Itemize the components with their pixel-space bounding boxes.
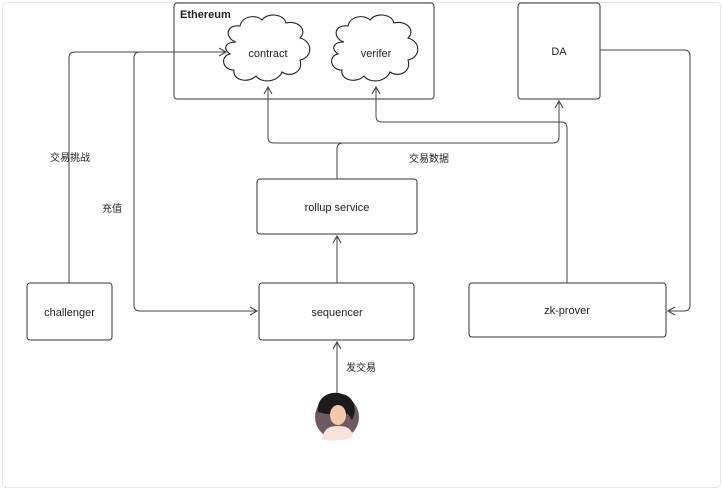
user-avatar bbox=[315, 392, 359, 441]
sequencer-label: sequencer bbox=[311, 307, 363, 319]
zk-prover-label: zk-prover bbox=[544, 305, 590, 317]
tx-data-edge-label: 交易数据 bbox=[409, 152, 449, 165]
avatar-shirt bbox=[322, 426, 353, 441]
da-box bbox=[517, 2, 601, 100]
contract-cloud bbox=[223, 14, 311, 82]
ethereum-label: Ethereum bbox=[180, 9, 231, 21]
deposit-edge-label: 充值 bbox=[102, 202, 122, 215]
avatar-face bbox=[330, 405, 346, 425]
edge-da-to-zkprover bbox=[600, 49, 691, 316]
challenge-edge-label: 交易挑战 bbox=[50, 151, 90, 164]
edge-deposit-to-sequencer bbox=[133, 51, 259, 316]
verifier-cloud bbox=[331, 14, 419, 82]
edge-rollup-to-contract bbox=[263, 85, 343, 144]
edge-rollup-up bbox=[336, 142, 344, 179]
contract-label: contract bbox=[248, 48, 287, 60]
send-tx-edge-label: 发交易 bbox=[346, 361, 376, 374]
edge-zkprover-to-verifier bbox=[371, 85, 568, 283]
challenger-label: challenger bbox=[44, 307, 95, 319]
edge-challenger-to-contract bbox=[68, 47, 228, 283]
verifier-label: verifer bbox=[361, 48, 392, 60]
edge-rollup-to-da bbox=[343, 99, 564, 144]
rollup-service-label: rollup service bbox=[305, 202, 370, 214]
da-label: DA bbox=[551, 46, 567, 58]
